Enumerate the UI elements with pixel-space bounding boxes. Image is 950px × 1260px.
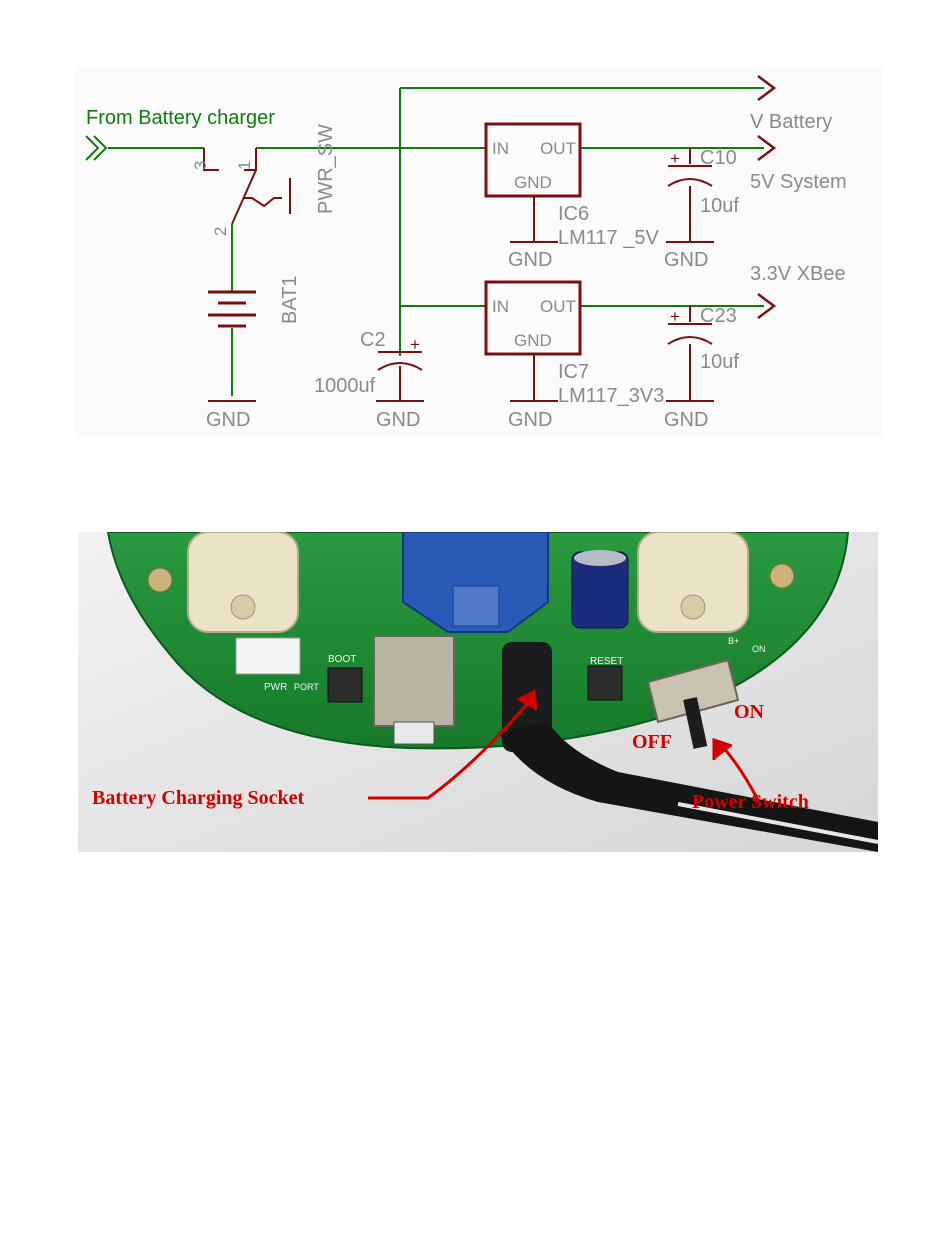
silk-reset: RESET <box>590 656 623 667</box>
right-motor <box>638 532 748 632</box>
silk-pwr: PWR <box>264 682 287 693</box>
c23-value: 10uf <box>700 351 739 373</box>
gnd-battery: GND <box>206 409 250 431</box>
out-5v: 5V System <box>750 171 847 193</box>
c23-name: C23 <box>700 305 737 327</box>
ic6-part: LM117 _5V <box>558 227 659 249</box>
silk-port: PORT <box>294 682 319 692</box>
c10-name: C10 <box>700 147 737 169</box>
ic7-out: OUT <box>540 297 576 316</box>
out-3v3: 3.3V XBee <box>750 263 846 285</box>
silk-boot: BOOT <box>328 654 356 665</box>
callout-on: ON <box>734 701 765 723</box>
out-vbattery: V Battery <box>750 111 832 133</box>
c23-plus: + <box>670 307 680 326</box>
c10-value: 10uf <box>700 195 739 217</box>
ic7-part: LM117_3V3 <box>558 385 664 407</box>
ic7-gnd-pin: GND <box>514 331 552 350</box>
screw-right <box>770 564 794 588</box>
gnd-ic7: GND <box>508 409 552 431</box>
left-motor <box>188 532 298 632</box>
screw-left <box>148 568 172 592</box>
ic6-in: IN <box>492 139 509 158</box>
power-switch-symbol <box>204 148 290 224</box>
silk-on: ON <box>752 644 766 654</box>
ground-symbols <box>208 148 714 401</box>
switch-pin-3: 3 <box>191 161 210 170</box>
gnd-c10: GND <box>664 249 708 271</box>
gnd-c2: GND <box>376 409 420 431</box>
battery-symbol <box>208 292 256 326</box>
electrolytic-capacitor <box>572 550 628 628</box>
switch-name: PWR_SW <box>315 124 337 214</box>
c2-value: 1000uf <box>314 375 376 397</box>
robot-board-photo: RESET BOOT PWR PORT ON B+ Battery Chargi… <box>78 532 878 852</box>
callout-charging-socket: Battery Charging Socket <box>92 787 305 809</box>
boot-button <box>328 668 362 702</box>
capacitor-c23 <box>668 324 712 344</box>
gnd-ic6: GND <box>508 249 552 271</box>
white-connector <box>236 638 300 674</box>
battery-name: BAT1 <box>279 275 301 324</box>
ic6-name: IC6 <box>558 203 589 225</box>
callout-power-switch: Power Switch <box>692 791 809 813</box>
reset-button <box>588 666 622 700</box>
gnd-c23: GND <box>664 409 708 431</box>
xbee-module <box>403 532 548 632</box>
schematic-diagram: From Battery charger 3 1 2 PWR_SW BAT1 G… <box>74 66 882 438</box>
wires <box>108 88 764 396</box>
silk-bplus: B+ <box>728 636 739 646</box>
ic6-out: OUT <box>540 139 576 158</box>
ic7-in: IN <box>492 297 509 316</box>
switch-pin-2: 2 <box>211 227 230 236</box>
switch-pin-1: 1 <box>235 161 254 170</box>
capacitor-c10 <box>668 166 712 186</box>
c10-plus: + <box>670 149 680 168</box>
ic6-gnd-pin: GND <box>514 173 552 192</box>
callout-off: OFF <box>632 731 672 753</box>
c2-plus: + <box>410 335 420 354</box>
ic7-name: IC7 <box>558 361 589 383</box>
input-connector-icon <box>86 136 106 160</box>
c2-name: C2 <box>360 329 386 351</box>
input-label: From Battery charger <box>86 107 275 129</box>
